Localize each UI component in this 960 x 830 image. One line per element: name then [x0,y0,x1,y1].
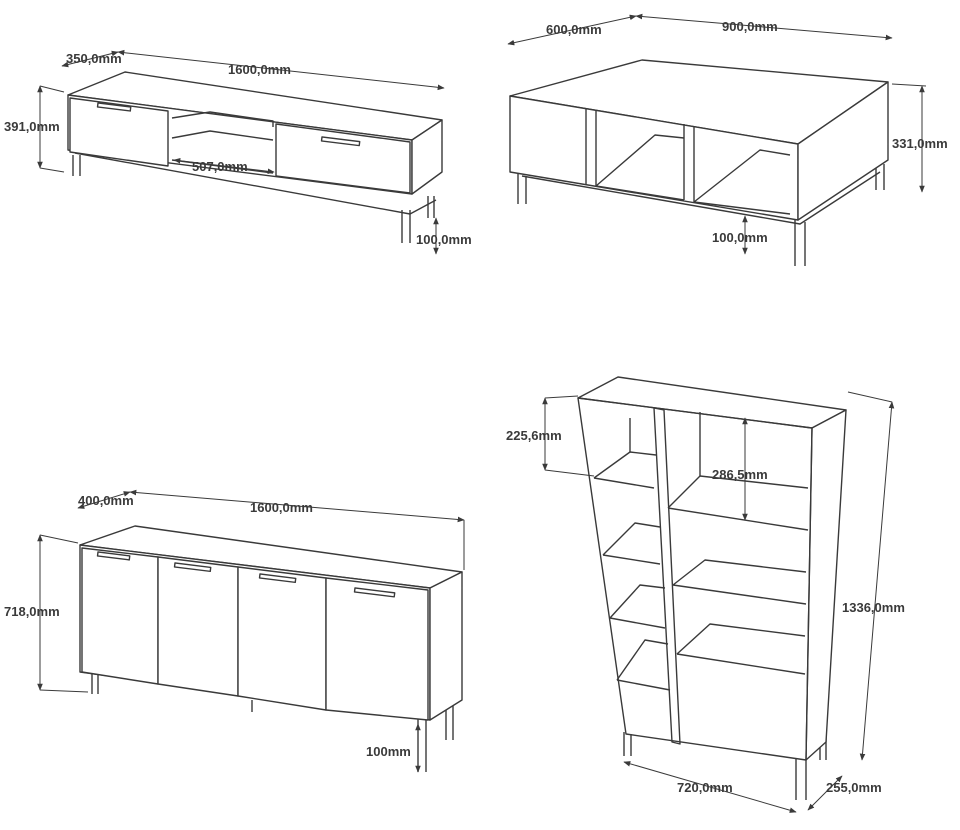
sideboard-drawing: 400,0mm 1600,0mm 718,0mm 100mm [4,489,465,773]
coffee-table-leg-height-label: 100,0mm [712,230,768,245]
tv-unit-shelf-width-label: 507,0mm [192,159,248,174]
bookcase-right-shelf-gap-label: 286,5mm [712,467,768,482]
tv-unit-depth-label: 350,0mm [66,51,122,66]
tv-unit-height-label: 391,0mm [4,119,60,134]
tv-unit-width-label: 1600,0mm [228,62,291,77]
tv-unit-drawing: 350,0mm 1600,0mm 391,0mm 507,0mm 100,0mm [4,49,472,255]
coffee-table-width-label: 900,0mm [722,19,778,34]
bookcase-width-label: 720,0mm [677,780,733,795]
bookcase-drawing: 225,6mm 286,5mm 1336,0mm 720,0mm 255,0mm [506,376,905,813]
sideboard-height-label: 718,0mm [4,604,60,619]
bookcase-left-shelf-gap-label: 225,6mm [506,428,562,443]
bookcase-depth-label: 255,0mm [826,780,882,795]
coffee-table-height-label: 331,0mm [892,136,948,151]
bookcase-height-label: 1336,0mm [842,600,905,615]
sideboard-width-label: 1600,0mm [250,500,313,515]
coffee-table-drawing: 600,0mm 900,0mm 331,0mm 100,0mm [507,13,948,266]
sideboard-leg-height-label: 100mm [366,744,411,759]
sideboard-depth-label: 400,0mm [78,493,134,508]
tv-unit-leg-height-label: 100,0mm [416,232,472,247]
coffee-table-depth-label: 600,0mm [546,22,602,37]
